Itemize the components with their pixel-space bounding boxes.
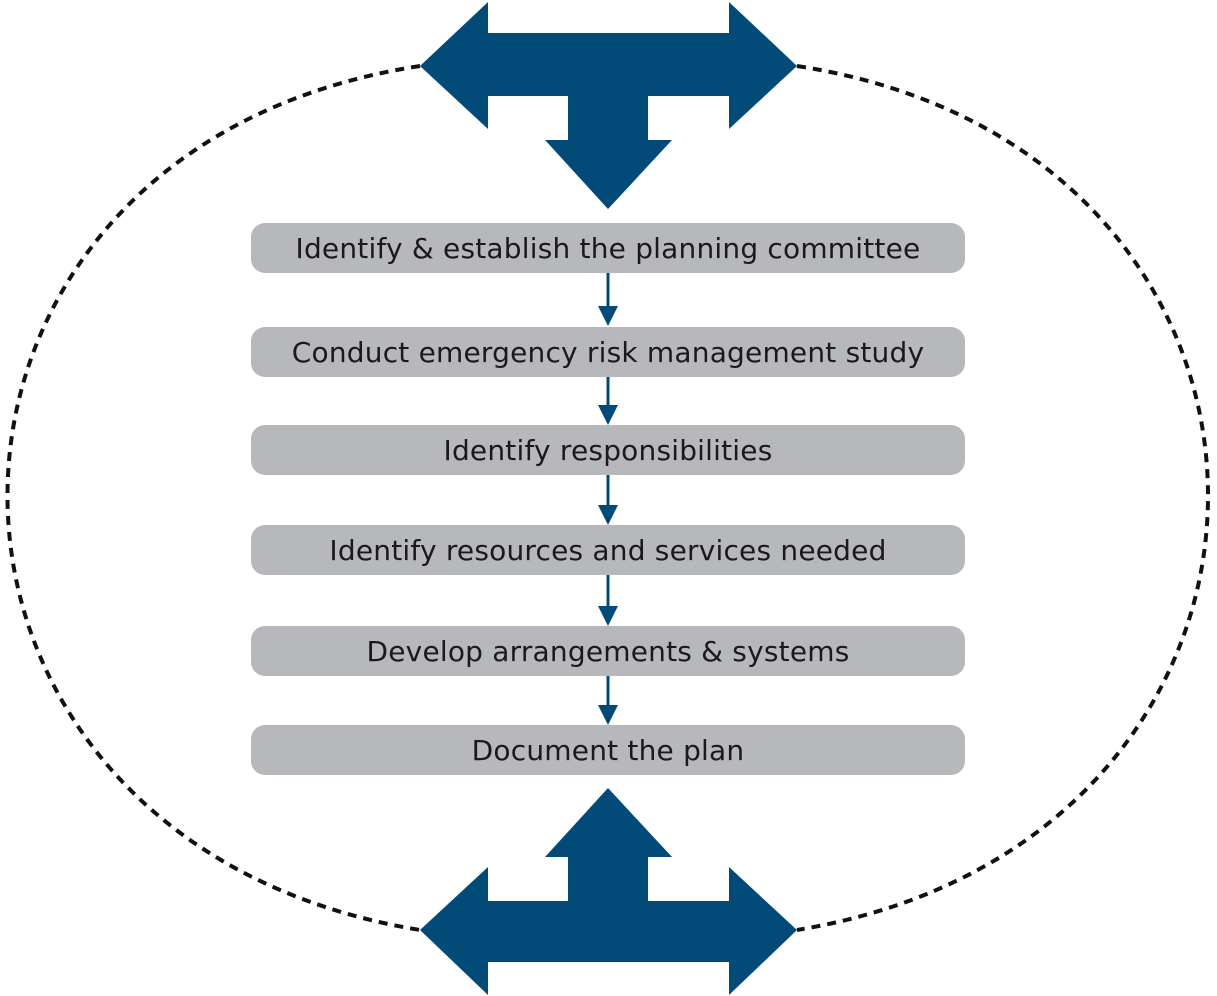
step-box-responsibilities: Identify responsibilities [251, 425, 965, 475]
step-box-document-plan: Document the plan [251, 725, 965, 775]
bottom-three-way-arrow-icon [420, 788, 797, 995]
connector-arrow-5 [598, 676, 618, 725]
connector-arrow-1 [598, 273, 618, 326]
connector-arrow-3 [598, 475, 618, 525]
top-three-way-arrow-icon [420, 2, 797, 209]
step-box-risk-study: Conduct emergency risk management study [251, 327, 965, 377]
cycle-right-arc [796, 64, 1210, 932]
step-label: Identify resources and services needed [329, 533, 887, 567]
cycle-left-arc [5, 64, 421, 932]
connector-arrow-4 [598, 575, 618, 626]
step-box-resources-services: Identify resources and services needed [251, 525, 965, 575]
step-label: Document the plan [471, 733, 745, 767]
step-label: Conduct emergency risk management study [291, 335, 925, 369]
step-box-arrangements-systems: Develop arrangements & systems [251, 626, 965, 676]
step-box-identify-committee: Identify & establish the planning commit… [251, 223, 965, 273]
step-label: Identify & establish the planning commit… [295, 231, 921, 265]
connector-arrow-2 [598, 377, 618, 425]
step-label: Develop arrangements & systems [366, 634, 850, 668]
step-label: Identify responsibilities [443, 433, 773, 467]
